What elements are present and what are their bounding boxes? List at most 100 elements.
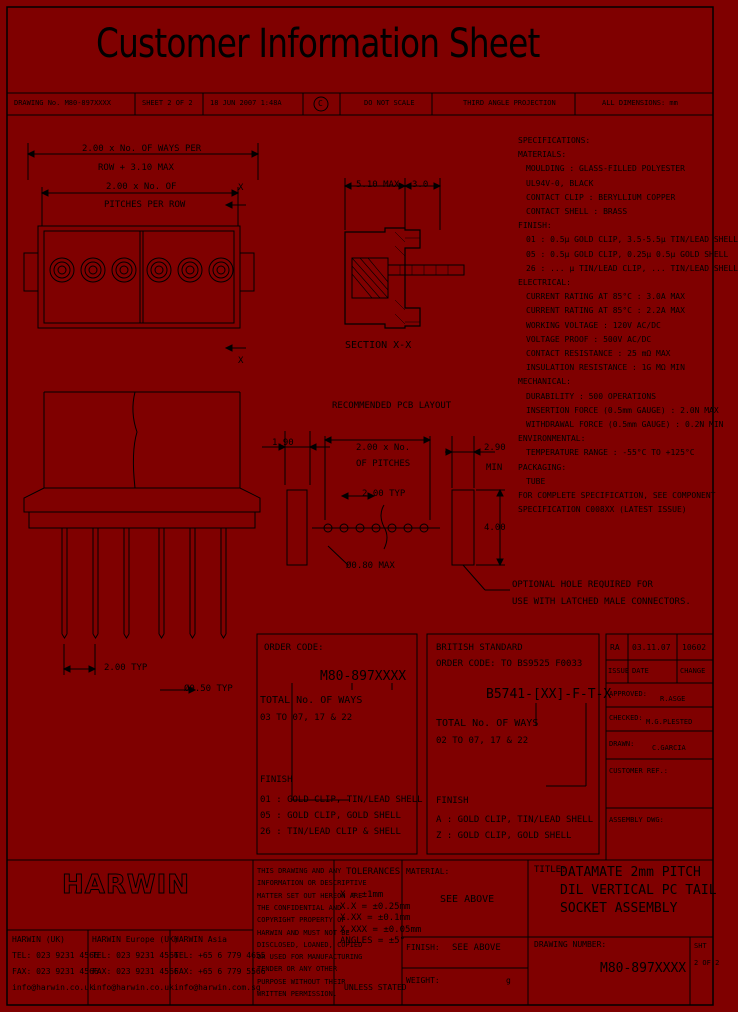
assembly-dwg-label: ASSEMBLY DWG:: [609, 816, 664, 824]
page-title: Customer Information Sheet: [96, 21, 540, 67]
spec-line: WORKING VOLTAGE : 120V AC/DC: [526, 320, 661, 330]
pcb-note-line2: USE WITH LATCHED MALE CONNECTORS.: [512, 597, 691, 607]
checked-label: CHECKED:: [609, 714, 643, 722]
spec-line: CURRENT RATING AT 85°C : 3.0A MAX: [526, 292, 685, 302]
drawn-value: C.GARCIA: [652, 744, 686, 752]
weight-unit: g: [506, 976, 511, 985]
spec-line: UL94V-0, BLACK: [526, 178, 594, 188]
contact-line: info@harwin.co.uk: [12, 983, 94, 992]
pin-pitch-label: 2.00 TYP: [104, 663, 148, 673]
contact-line: HARWIN (UK): [12, 935, 65, 944]
pcb-hole-dim: Ø0.80 MAX: [346, 561, 395, 571]
weight-label: WEIGHT:: [406, 976, 440, 985]
spec-line: 01 : 0.5µ GOLD CLIP, 3.5-5.5µ TIN/LEAD S…: [526, 235, 738, 245]
pcb-left-dim: 1.90: [272, 438, 294, 448]
approved-value: R.ASGE: [660, 695, 686, 703]
finish-label: FINISH:: [406, 943, 440, 952]
drawing-linework: [6, 6, 714, 1006]
approved-label: APPROVED:: [609, 690, 647, 698]
notice-line: MATTER SET OUT HEREON ARE: [257, 891, 363, 900]
checked-value: M.G.PLESTED: [646, 718, 693, 726]
order-ways-line1: TOTAL No. OF WAYS: [260, 695, 363, 706]
pcb-right-dim2: MIN: [486, 463, 503, 473]
tolerances-heading: TOLERANCES: [346, 867, 401, 877]
projection-note: THIRD ANGLE PROJECTION: [463, 99, 556, 107]
notice-line: THIS DRAWING AND ANY: [257, 867, 342, 875]
order-finish-1: 01 : GOLD CLIP, TIN/LEAD SHELL: [260, 795, 423, 805]
contact-line: FAX: +65 6 779 5566: [174, 967, 266, 976]
drawing-number-label-footer: DRAWING NUMBER:: [534, 940, 607, 949]
spec-line: MATERIALS:: [518, 150, 567, 160]
spec-line: VOLTAGE PROOF : 500V AC/DC: [526, 334, 652, 344]
bs-finish-2: Z : GOLD CLIP, GOLD SHELL: [436, 831, 572, 841]
pcb-center-dim1: 2.00 x No.: [356, 443, 411, 453]
spec-line: WITHDRAWAL FORCE (0.5mm GAUGE) : 0.2N MI…: [526, 420, 724, 429]
pcb-layout-title: RECOMMENDED PCB LAYOUT: [332, 401, 452, 411]
unless-stated: UNLESS STATED: [344, 983, 407, 992]
pcb-typ-dim: 2.00 TYP: [362, 489, 406, 499]
spec-line: TEMPERATURE RANGE : -55°C TO +125°C: [526, 448, 695, 458]
sheet-label: SHT: [694, 942, 707, 950]
change-label: CHANGE: [680, 667, 706, 675]
order-code-value: M80-897XXXX: [320, 669, 407, 684]
title-line: DIL VERTICAL PC TAIL: [560, 883, 717, 898]
spec-line: CURRENT RATING AT 85°C : 2.2A MAX: [526, 306, 685, 316]
pitch-dim-line2: PITCHES PER ROW: [104, 200, 186, 210]
notice-line: COPYRIGHT PROPERTY OF: [257, 916, 346, 925]
material-value: SEE ABOVE: [440, 894, 495, 905]
sheet-value: 2 OF 2: [694, 959, 720, 967]
pin-diameter-label: Ø0.50 TYP: [184, 684, 233, 694]
title-line: DATAMATE 2mm PITCH: [560, 865, 701, 880]
contact-line: TEL: +65 6 779 4655: [174, 951, 266, 960]
section-dim-b: 3.0: [412, 180, 429, 190]
contact-line: HARWIN Asia: [174, 935, 227, 944]
spec-line: MECHANICAL:: [518, 377, 571, 387]
customer-ref-label: CUSTOMER REF.:: [609, 767, 669, 775]
bs-finish-1: A : GOLD CLIP, TIN/LEAD SHELL: [436, 815, 594, 825]
notice-line: WRITTEN PERMISSION.: [257, 990, 338, 998]
pcb-center-dim2: OF PITCHES: [356, 459, 411, 469]
notice-line: OR USED FOR MANUFACTURING: [257, 953, 363, 962]
tolerance-line: X.XXX = ±0.05mm: [340, 924, 422, 935]
finish-value: SEE ABOVE: [452, 943, 501, 953]
drawing-sheet: Customer Information Sheet DRAWING No. M…: [6, 6, 738, 1006]
section-marker-top: X: [238, 183, 244, 193]
bs-code-value: B5741-[XX]-F-T-X: [486, 687, 612, 702]
spec-line: ELECTRICAL:: [518, 278, 571, 287]
section-label: SECTION X-X: [345, 340, 412, 351]
date-label: DATE: [632, 667, 649, 675]
scale-note: DO NOT SCALE: [364, 99, 415, 107]
sheet-number: SHEET 2 OF 2: [142, 99, 193, 107]
tolerance-line: ANGLES = ±5°: [340, 936, 406, 946]
drawing-number-value: M80-897XXXX: [600, 961, 687, 976]
spec-line: 05 : 0.5µ GOLD CLIP, 0.25µ 0.5µ GOLD SHE…: [526, 249, 729, 259]
notice-line: TENDER OR ANY OTHER: [257, 965, 338, 974]
order-finish-2: 05 : GOLD CLIP, GOLD SHELL: [260, 811, 401, 821]
bs-ways-line2: 02 TO 07, 17 & 22: [436, 736, 529, 746]
revision-date: 03.11.07: [632, 643, 671, 652]
order-finish-label: FINISH: [260, 775, 293, 785]
notice-line: HARWIN AND MUST NOT BE: [257, 928, 350, 937]
notice-line: PURPOSE WITHOUT THEIR: [257, 977, 346, 986]
drawn-label: DRAWN:: [609, 740, 635, 748]
notice-line: THE CONFIDENTIAL AND: [257, 903, 342, 912]
title-line: SOCKET ASSEMBLY: [560, 901, 678, 916]
bs-finish-label: FINISH: [436, 796, 469, 806]
bs-heading: BRITISH STANDARD: [436, 643, 523, 653]
spec-line: 26 : ... µ TIN/LEAD CLIP, ... TIN/LEAD S…: [526, 263, 738, 273]
tolerance-line: X.X = ±0.25mm: [340, 901, 411, 912]
revision-issue: RA: [610, 643, 620, 652]
spec-line: SPECIFICATION C008XX (LATEST ISSUE): [518, 505, 687, 515]
overall-dim-line1: 2.00 x No. OF WAYS PER: [82, 144, 202, 154]
overall-dim-line2: ROW + 3.10 MAX: [98, 163, 174, 173]
drawing-number-label: DRAWING No. M80-897XXXX: [14, 99, 111, 107]
copyright-icon: C: [318, 99, 323, 108]
tolerance-line: X.XX = ±0.1mm: [340, 913, 411, 923]
order-code-heading: ORDER CODE:: [264, 643, 324, 653]
contact-line: FAX: 023 9231 4566: [92, 967, 179, 976]
pcb-right-dim1: 2.90: [484, 443, 506, 453]
spec-line: CONTACT RESISTANCE : 25 mΩ MAX: [526, 349, 671, 358]
notice-line: INFORMATION OR DESCRIPTIVE: [257, 879, 367, 888]
contact-line: TEL: 023 9231 4566: [92, 951, 179, 960]
order-finish-3: 26 : TIN/LEAD CLIP & SHELL: [260, 827, 401, 837]
